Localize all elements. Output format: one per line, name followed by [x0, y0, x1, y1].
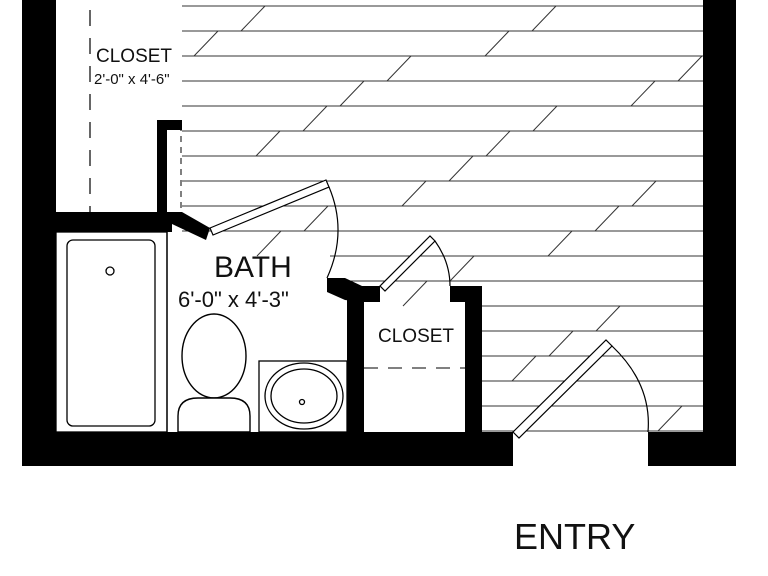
- wall-closet-jamb: [157, 120, 182, 130]
- closet-top-size: 2'-0" x 4'-6": [94, 71, 170, 88]
- floor-plank-joint: [303, 205, 329, 232]
- wall-bottom-right: [648, 432, 736, 466]
- floor-plank-joint: [657, 405, 683, 432]
- toilet: [177, 313, 251, 433]
- sink-drain-icon: [298, 398, 306, 406]
- wall-bath-right: [347, 286, 364, 441]
- entry-door-leaf: [512, 339, 613, 439]
- wall-bath-right-top: [347, 286, 380, 302]
- floor-plank-joint: [532, 105, 558, 132]
- floor-plank-joint: [402, 280, 428, 307]
- wall-small-closet-right: [465, 286, 482, 441]
- floor-plank-joint: [485, 130, 511, 157]
- small-closet-door-swing: [434, 240, 451, 287]
- floor-plank-joint: [677, 55, 703, 82]
- floor-plank-joint: [302, 105, 328, 132]
- floor-plank-joint: [547, 230, 573, 257]
- closet-small-name: CLOSET: [378, 326, 454, 347]
- bath-size: 6'-0" x 4'-3": [178, 287, 289, 312]
- wall-closet-jamb-v: [157, 120, 167, 222]
- floor-plank-joint: [631, 180, 657, 207]
- floor-plank-joint: [630, 80, 656, 107]
- floor-plank-joint: [193, 30, 219, 57]
- wall-right: [703, 0, 736, 466]
- floor-plank-joint: [548, 330, 574, 357]
- floor-plank-joint: [511, 355, 537, 382]
- floor-plank-joint: [531, 5, 557, 32]
- floor-plank-joint: [594, 205, 620, 232]
- wall-closet-bath-angle: [165, 212, 210, 240]
- wall-small-closet-right-top: [450, 286, 482, 302]
- wall-bottom-left: [22, 432, 513, 466]
- floor-plank-joint: [484, 30, 510, 57]
- floor-plank-joint: [240, 5, 266, 32]
- wall-closet-bath: [22, 212, 172, 232]
- wood-floor-hatch: [182, 5, 703, 432]
- floor-plank-joint: [339, 80, 365, 107]
- wall-closet-left: [22, 0, 56, 232]
- closet-top-name: CLOSET: [96, 46, 172, 67]
- floor-plank-joint: [401, 180, 427, 207]
- floor-plank-joint: [255, 130, 281, 157]
- entry-door-swing: [611, 345, 649, 433]
- floor-plank-joint: [386, 55, 412, 82]
- bathtub: [55, 231, 168, 433]
- floor-plank-joint: [448, 155, 474, 182]
- walls: [22, 0, 736, 466]
- bath-door-swing: [326, 186, 339, 279]
- sink: [258, 360, 348, 433]
- floor-plank-joint: [449, 255, 475, 282]
- floor-plank-joint: [256, 230, 282, 257]
- bath-door-leaf: [209, 179, 330, 236]
- doors: [209, 179, 649, 439]
- floor-plank-joint: [595, 305, 621, 332]
- tub-drain-icon: [105, 266, 115, 276]
- bath-name: BATH: [214, 251, 292, 284]
- small-closet-door-leaf: [379, 235, 436, 292]
- entry-name: ENTRY: [514, 516, 635, 557]
